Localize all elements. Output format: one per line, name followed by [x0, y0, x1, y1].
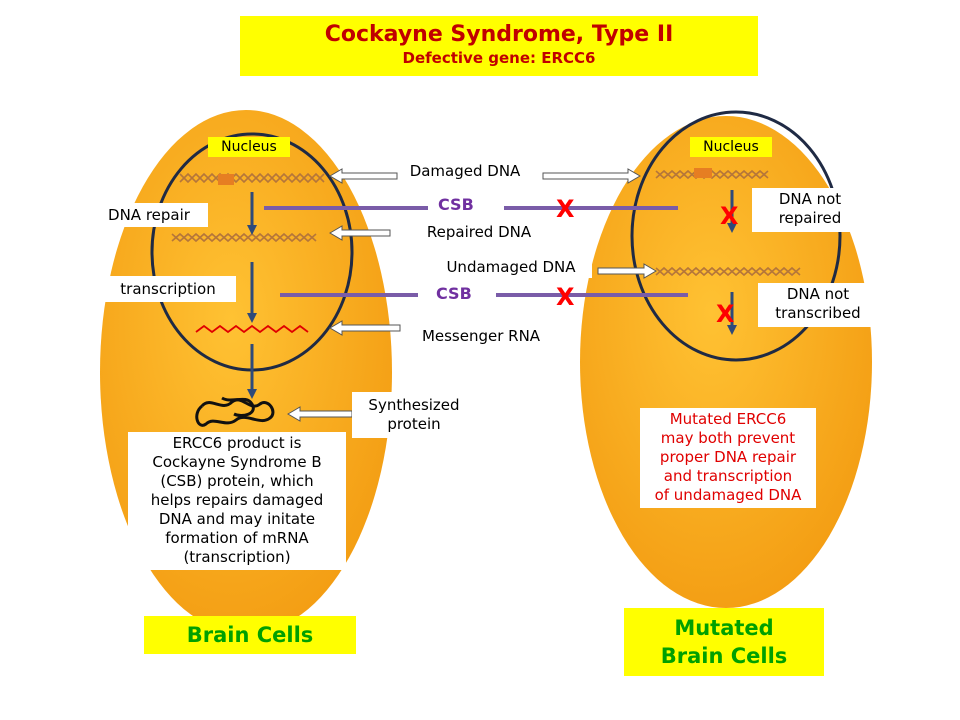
- repaired-dna-label: Repaired DNA: [410, 221, 548, 243]
- right-note-line-1: Mutated ERCC6: [669, 410, 787, 428]
- right-note-line-2: may both prevent: [660, 429, 796, 447]
- right-damage-spot: [694, 168, 712, 178]
- diagram-title: Cockayne Syndrome, Type II: [324, 22, 674, 47]
- left-note-line-6: formation of mRNA: [165, 529, 309, 547]
- mutated-brain-cells-caption: Mutated Brain Cells: [624, 608, 824, 676]
- dna-not-transcribed-line-2: transcribed: [775, 304, 861, 322]
- x-mark-not-repaired: X: [720, 202, 739, 230]
- right-nucleus: [630, 110, 842, 362]
- left-damage-spot: [218, 174, 234, 185]
- mutated-caption-line-2: Brain Cells: [660, 644, 788, 668]
- left-note-line-4: helps repairs damaged: [150, 491, 324, 509]
- brain-cells-caption: Brain Cells: [144, 616, 356, 654]
- dna-not-transcribed-line-1: DNA not: [786, 285, 850, 303]
- csb-label-bottom: CSB: [436, 284, 472, 303]
- left-explanation-note: ERCC6 product is Cockayne Syndrome B (CS…: [128, 432, 346, 570]
- x-mark-csb-top: X: [556, 195, 575, 223]
- left-note-line-3: (CSB) protein, which: [160, 472, 314, 490]
- x-mark-not-transcribed: X: [716, 300, 735, 328]
- undamaged-dna-label: Undamaged DNA: [430, 256, 592, 278]
- hollow-arrow-damaged-dna-right: [542, 168, 641, 184]
- left-note-line-5: DNA and may initate: [158, 510, 316, 528]
- dna-not-transcribed-box: DNA not transcribed: [758, 283, 878, 327]
- left-note-line-1: ERCC6 product is: [172, 434, 302, 452]
- protein-scribble: [195, 396, 275, 427]
- mutated-caption-line-1: Mutated: [674, 616, 774, 640]
- right-note-line-5: of undamaged DNA: [654, 486, 802, 504]
- x-mark-csb-bottom: X: [556, 283, 575, 311]
- right-note-line-3: proper DNA repair: [659, 448, 797, 466]
- right-explanation-note: Mutated ERCC6 may both prevent proper DN…: [640, 408, 816, 508]
- left-note-line-7: (transcription): [183, 548, 291, 566]
- title-banner: Cockayne Syndrome, Type II Defective gen…: [240, 16, 758, 76]
- csb-label-top: CSB: [438, 195, 474, 214]
- left-repaired-dna-strand: [171, 232, 317, 243]
- dna-not-repaired-box: DNA not repaired: [752, 188, 868, 232]
- dna-not-repaired-line-1: DNA not: [778, 190, 842, 208]
- messenger-rna-label: Messenger RNA: [404, 325, 558, 347]
- right-undamaged-dna-strand: [655, 266, 801, 277]
- transcription-label: transcription: [100, 276, 236, 302]
- hollow-arrow-undamaged-dna: [597, 263, 657, 279]
- left-damaged-dna-strand: [179, 172, 325, 184]
- hollow-arrow-damaged-dna-left: [329, 168, 398, 184]
- left-messenger-rna-strand: [195, 324, 309, 334]
- diagram-subtitle: Defective gene: ERCC6: [402, 49, 596, 67]
- nucleus-label-right: Nucleus: [690, 137, 772, 157]
- synthesized-protein-label: Synthesized protein: [352, 392, 476, 438]
- right-note-line-4: and transcription: [663, 467, 793, 485]
- synthesized-protein-line-2: protein: [387, 415, 441, 433]
- damaged-dna-label: Damaged DNA: [401, 160, 529, 182]
- hollow-arrow-messenger-rna: [329, 320, 401, 336]
- synthesized-protein-line-1: Synthesized: [368, 396, 460, 414]
- left-note-line-2: Cockayne Syndrome B: [152, 453, 322, 471]
- nucleus-label-left: Nucleus: [208, 137, 290, 157]
- dna-repair-label: DNA repair: [90, 203, 208, 227]
- hollow-arrow-repaired-dna: [329, 225, 391, 241]
- dna-not-repaired-line-2: repaired: [778, 209, 842, 227]
